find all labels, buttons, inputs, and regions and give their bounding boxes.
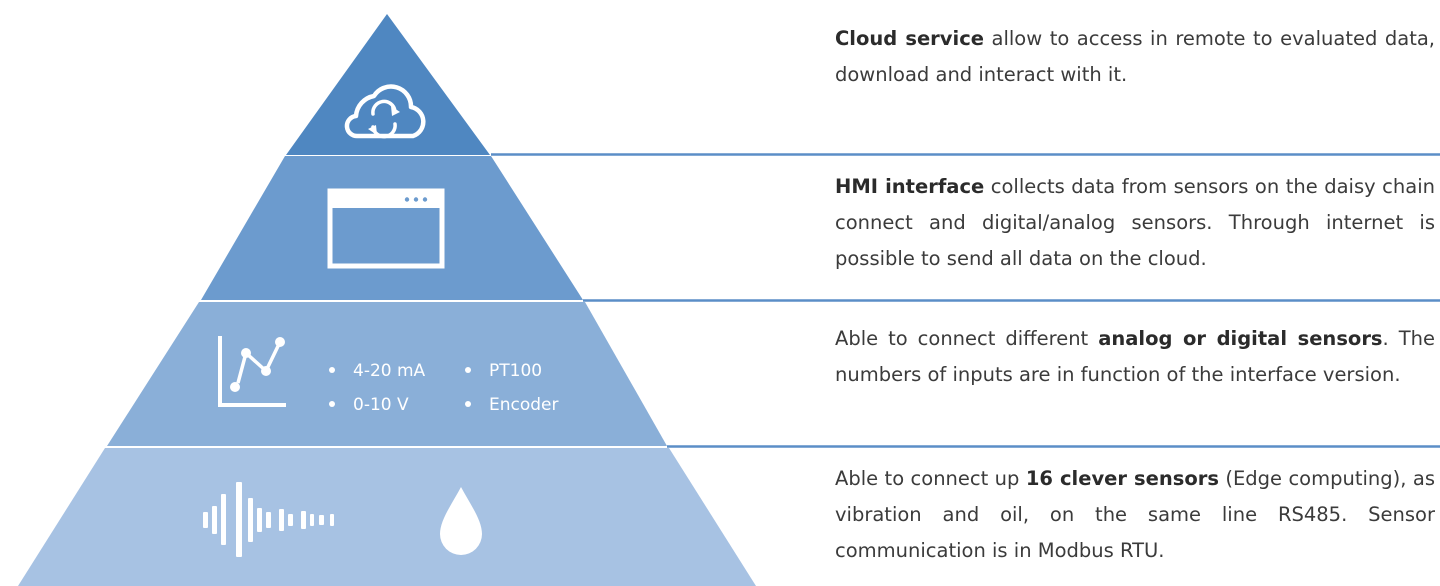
sensor-type-label: Encoder — [489, 395, 559, 415]
line-chart-icon — [218, 336, 286, 407]
pyramid-tier-analog — [107, 302, 667, 446]
sensor-type-list: 4-20 mA PT100 0-10 V Encoder — [329, 361, 559, 415]
tier-description-clever: Able to connect up 16 clever sensors (Ed… — [835, 461, 1435, 569]
desc-text: collects data from sensors on the daisy … — [835, 175, 1435, 270]
desc-text: (Edge computing), as vibration and oil, … — [835, 467, 1435, 562]
pyramid-tier-hmi — [201, 156, 583, 300]
cloud-sync-arrows — [368, 106, 400, 135]
sensor-type-label: PT100 — [489, 361, 542, 381]
tier-description-hmi: HMI interface collects data from sensors… — [835, 169, 1435, 277]
browser-window-icon — [327, 188, 445, 269]
pyramid-tier-clever — [18, 448, 756, 586]
desc-bold: 16 clever sensors — [1025, 467, 1219, 490]
sound-wave-icon — [203, 482, 334, 557]
bullet-icon — [329, 401, 335, 407]
oil-drop-icon — [440, 487, 482, 555]
desc-bold: HMI interface — [835, 175, 985, 198]
bullet-icon — [329, 367, 335, 373]
sensor-type-label: 4-20 mA — [353, 361, 426, 381]
tier-description-cloud: Cloud service allow to access in remote … — [835, 21, 1435, 93]
desc-bold: analog or digital sensors — [1098, 327, 1383, 350]
desc-text: Able to connect different — [835, 327, 1099, 350]
desc-text: Able to connect up — [835, 467, 1026, 490]
sensor-type-label: 0-10 V — [353, 395, 409, 415]
desc-bold: Cloud service — [835, 27, 984, 50]
desc-text: allow to access in remote to evaluated d… — [835, 27, 1435, 86]
bullet-icon — [465, 401, 471, 407]
bullet-icon — [465, 367, 471, 373]
tier-description-analog: Able to connect different analog or digi… — [835, 321, 1435, 393]
desc-text: . The numbers of inputs are in function … — [835, 327, 1435, 386]
